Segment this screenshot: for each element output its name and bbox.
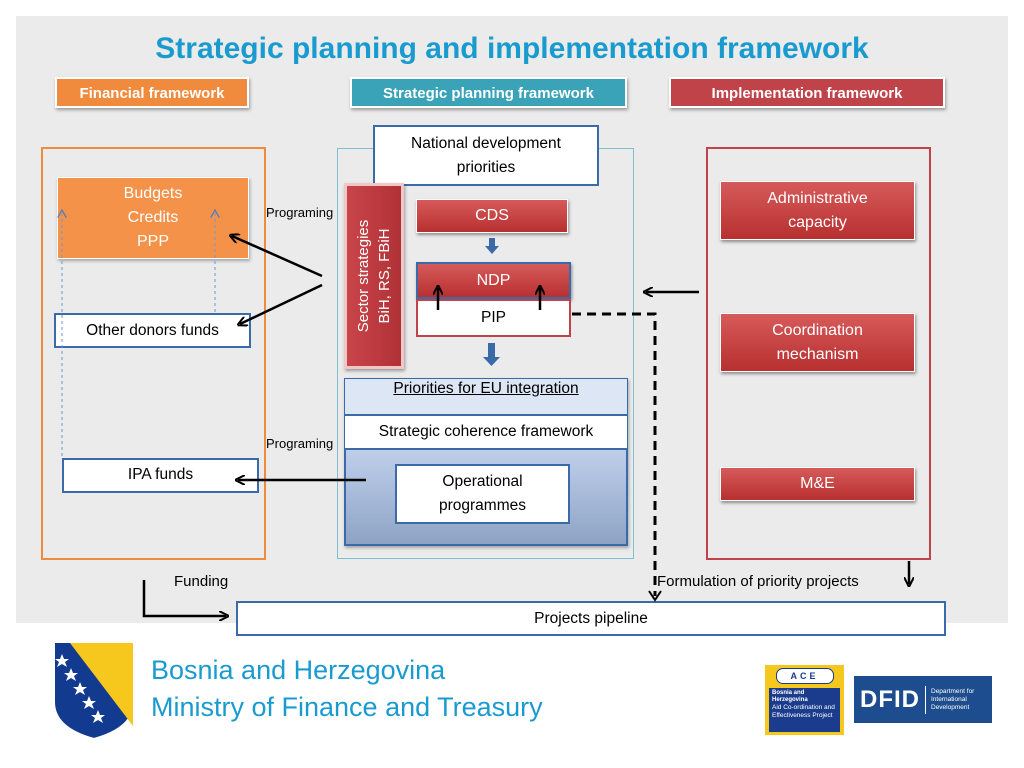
dfid-text: Department for International Development <box>931 687 975 711</box>
coherence-framework-box: Strategic coherence framework <box>345 416 627 450</box>
dfid-mark: DFID <box>860 685 926 714</box>
cds-box: CDS <box>416 199 568 233</box>
budgets-label: Budgets <box>123 185 183 202</box>
dfid-logo: DFID Department for International Develo… <box>854 676 992 723</box>
credits-label: Credits <box>127 209 179 226</box>
projects-pipeline-box: Projects pipeline <box>236 601 946 636</box>
national-priorities-box: National development priorities <box>373 125 599 186</box>
eu-priorities-box: Priorities for EU integration <box>345 379 627 416</box>
footer-line-country: Bosnia and Herzegovina <box>151 655 446 685</box>
sector-strategies-label: Sector strategies BiH, RS, FBiH <box>355 219 393 333</box>
programing-label-top: Programing <box>266 205 334 220</box>
eu-priorities-label: Priorities for EU integration <box>393 380 579 397</box>
administrative-capacity-box: Administrative capacity <box>720 181 915 240</box>
footer-line-ministry: Ministry of Finance and Treasury <box>151 692 543 722</box>
ndp-box: NDP <box>416 262 571 299</box>
sector-strategies-box: Sector strategies BiH, RS, FBiH <box>344 183 404 369</box>
coordination-mechanism-box: Coordination mechanism <box>720 313 915 372</box>
ipa-funds-box: IPA funds <box>62 458 259 493</box>
programing-label-bottom: Programing <box>266 436 334 451</box>
ace-badge: ACE <box>775 668 834 684</box>
pip-box: PIP <box>416 299 571 337</box>
ppp-label: PPP <box>136 233 169 250</box>
page-title: Strategic planning and implementation fr… <box>155 32 869 65</box>
implementation-framework-header: Implementation framework <box>669 77 945 108</box>
ace-logo-line2: Aid Co-ordination and Effectiveness Proj… <box>772 704 835 719</box>
financial-frame <box>41 147 266 560</box>
bih-coat-of-arms <box>53 641 135 741</box>
implementation-frame <box>706 147 931 560</box>
strategic-framework-header: Strategic planning framework <box>350 77 627 108</box>
funding-label: Funding <box>174 573 229 590</box>
other-donors-funds-box: Other donors funds <box>54 313 251 348</box>
footer-text: Bosnia and Herzegovina Ministry of Finan… <box>151 652 543 726</box>
me-box: M&E <box>720 467 915 501</box>
budgets-box: Budgets Credits PPP <box>57 177 249 259</box>
financial-framework-header: Financial framework <box>55 77 249 108</box>
operational-programmes-box: Operational programmes <box>395 464 570 524</box>
ace-logo-line1: Bosnia and Herzegovina <box>772 690 808 703</box>
ace-logo: ACE Bosnia and Herzegovina Aid Co-ordina… <box>765 665 844 735</box>
formulation-label: Formulation of priority projects <box>657 573 859 590</box>
